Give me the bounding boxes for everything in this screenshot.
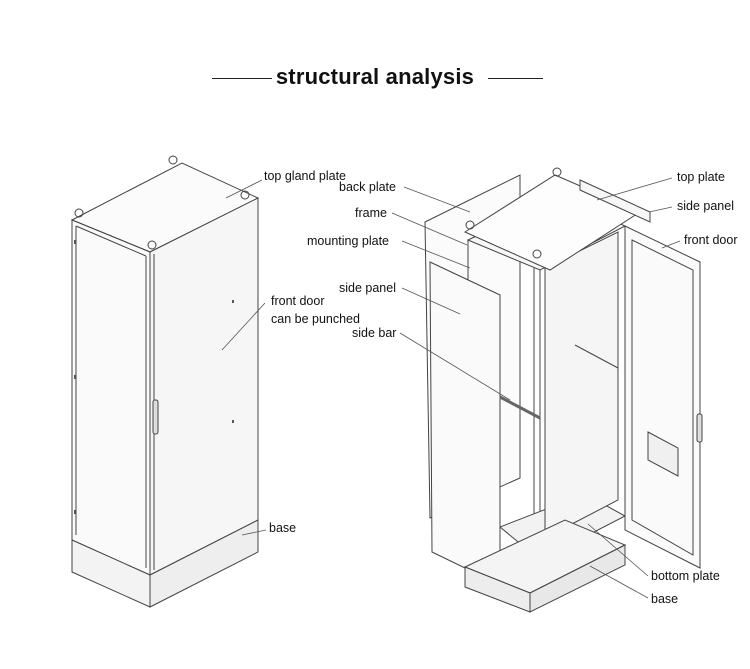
leader-base-right xyxy=(589,565,649,599)
top-plate-eye-2 xyxy=(552,167,562,177)
leader-bottom-plate xyxy=(587,523,649,577)
left-base-side xyxy=(149,519,259,608)
leader-front-door-left xyxy=(221,302,266,351)
right-side-panel xyxy=(579,179,651,223)
top-plate-eye-3 xyxy=(532,249,542,259)
left-door-inner-edge xyxy=(75,225,147,257)
leader-top-gland-plate xyxy=(225,179,263,199)
left-lifting-eye-1 xyxy=(74,208,84,218)
left-side-panel-exploded xyxy=(429,261,501,586)
leader-front-door-right xyxy=(661,240,681,249)
open-door-inner xyxy=(631,239,694,556)
label-base-left: base xyxy=(269,521,297,535)
left-lifting-eye-3 xyxy=(240,190,250,200)
leader-top-plate xyxy=(596,177,673,201)
door-lock-bracket xyxy=(647,431,679,477)
leader-side-panel-left xyxy=(401,287,461,315)
label-front-door-right: front door xyxy=(684,233,738,247)
label-top-gland-plate: top gland plate xyxy=(264,169,347,183)
leader-side-bar xyxy=(399,332,511,401)
title-rule-right xyxy=(488,78,543,79)
left-lifting-eye-4 xyxy=(147,240,157,250)
label-can-be-punched: can be punched xyxy=(271,312,360,326)
figure-title: structural analysis xyxy=(275,64,475,89)
label-bottom-plate: bottom plate xyxy=(651,569,720,583)
title-rule-left xyxy=(212,78,272,79)
left-side-panel xyxy=(149,197,259,576)
open-front-door xyxy=(624,225,701,569)
side-bar xyxy=(499,395,541,420)
right-cabinet xyxy=(424,167,703,613)
right-base-side xyxy=(529,544,626,613)
left-cabinet xyxy=(70,155,260,608)
leader-mounting-plate xyxy=(401,240,471,269)
leader-lines xyxy=(221,177,681,599)
left-door-handle xyxy=(152,399,159,435)
left-lifting-eye-2 xyxy=(168,155,178,165)
label-front-door-left: front door xyxy=(271,294,325,308)
label-frame: frame xyxy=(355,206,387,220)
label-mounting-plate: mounting plate xyxy=(307,234,390,248)
leader-base-left xyxy=(241,529,267,536)
label-side-bar: side bar xyxy=(352,326,397,340)
label-top-plate: top plate xyxy=(677,170,725,184)
mounting-plate xyxy=(544,231,619,539)
label-back-plate: back plate xyxy=(339,180,396,194)
label-base-right: base xyxy=(651,592,679,606)
label-side-panel-right: side panel xyxy=(677,199,734,213)
top-plate-eye-1 xyxy=(465,220,475,230)
leader-frame xyxy=(391,212,468,246)
left-hinge-marks xyxy=(74,240,234,514)
leader-back-plate xyxy=(403,186,471,213)
open-door-handle xyxy=(696,413,703,443)
left-front-door xyxy=(71,219,151,576)
label-side-panel-left: side panel xyxy=(339,281,396,295)
mounting-bar xyxy=(574,344,619,369)
leader-side-panel-right xyxy=(648,206,673,213)
